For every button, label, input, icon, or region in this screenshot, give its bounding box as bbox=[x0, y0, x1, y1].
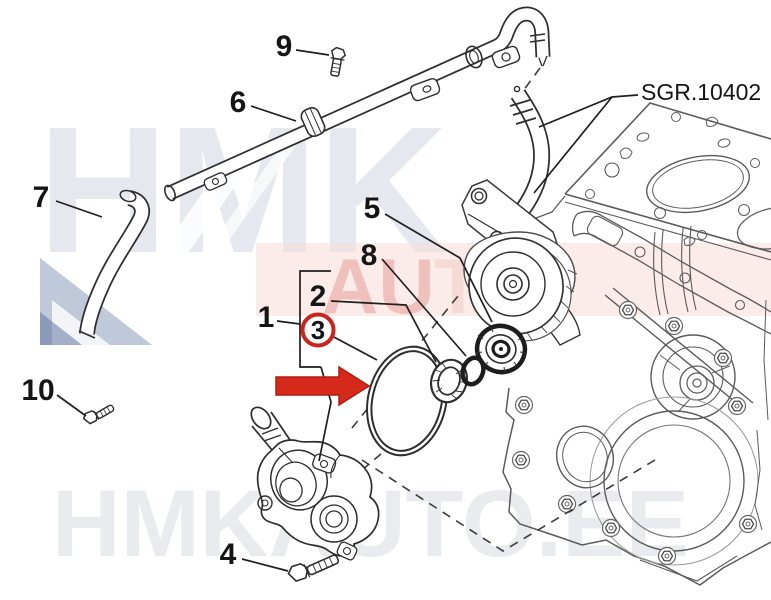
pump-housing-part-1 bbox=[250, 406, 380, 561]
o-ring-part-3 bbox=[366, 345, 448, 457]
pump-spout bbox=[250, 406, 272, 430]
spout-clamp bbox=[261, 427, 282, 442]
pipe-bracket-tab bbox=[409, 78, 441, 102]
callout-1: 1 bbox=[258, 301, 275, 334]
bolt-part-10 bbox=[82, 404, 115, 425]
seal-part-2 bbox=[429, 358, 469, 404]
hose-clamp-ribs bbox=[509, 99, 537, 125]
callout-9: 9 bbox=[276, 30, 293, 63]
o-ring-part-8 bbox=[460, 355, 486, 387]
hose-cut-end bbox=[78, 330, 96, 339]
pipe-tip bbox=[538, 55, 548, 67]
timing-chain bbox=[653, 225, 697, 316]
engine-block bbox=[502, 102, 771, 586]
callout-6: 6 bbox=[230, 86, 247, 119]
watermark-au: AU bbox=[322, 242, 435, 330]
timing-cover bbox=[502, 299, 771, 586]
pipe-port bbox=[465, 45, 483, 69]
pump-pulley-assembly bbox=[463, 231, 581, 346]
watermark: HMK AU TO HMKAUTO.EE bbox=[38, 90, 771, 577]
highlight-circle bbox=[300, 312, 336, 348]
callout-5: 5 bbox=[364, 192, 381, 225]
cylinder-bore bbox=[645, 154, 751, 214]
pipe-collar bbox=[300, 106, 326, 138]
bolt-part-4 bbox=[287, 554, 340, 583]
callout-leaders bbox=[55, 49, 639, 572]
cylinder-bore bbox=[736, 206, 771, 250]
watermark-slash bbox=[140, 140, 300, 345]
callout-4: 4 bbox=[220, 538, 237, 571]
watermark-flag-triangle-dark bbox=[40, 312, 82, 345]
callout-8: 8 bbox=[361, 239, 378, 272]
pipe-clamp-band bbox=[529, 33, 546, 43]
reference-code-label: SGR.10402 bbox=[641, 79, 761, 105]
callout-2: 2 bbox=[310, 280, 327, 313]
pump-bottom-tab bbox=[336, 541, 358, 561]
pump-ear bbox=[257, 495, 273, 511]
highlight-group: 3 bbox=[275, 312, 371, 407]
pipe-bracket-tab bbox=[203, 172, 228, 191]
pump-hub-seal bbox=[474, 323, 528, 375]
pump-lower-boss bbox=[310, 495, 358, 543]
bolt-part-9 bbox=[330, 46, 347, 77]
callout-3: 3 bbox=[311, 315, 325, 345]
watermark-slash bbox=[95, 140, 268, 345]
callout-7: 7 bbox=[33, 181, 50, 214]
hose-tip bbox=[513, 85, 521, 93]
pump-top-tab bbox=[312, 453, 337, 474]
pipe-bracket-tab bbox=[491, 45, 521, 69]
pipe-open-end bbox=[163, 184, 177, 202]
engine-pump-flange bbox=[650, 334, 736, 420]
pipe-part-6 bbox=[163, 6, 551, 202]
callout-10: 10 bbox=[21, 374, 54, 407]
highlight-arrow bbox=[275, 365, 371, 407]
hose-part-7 bbox=[78, 189, 150, 339]
hose-open-end bbox=[119, 189, 137, 203]
callout-labels: 9 6 7 SGR.10402 5 8 2 1 10 4 bbox=[21, 30, 761, 571]
